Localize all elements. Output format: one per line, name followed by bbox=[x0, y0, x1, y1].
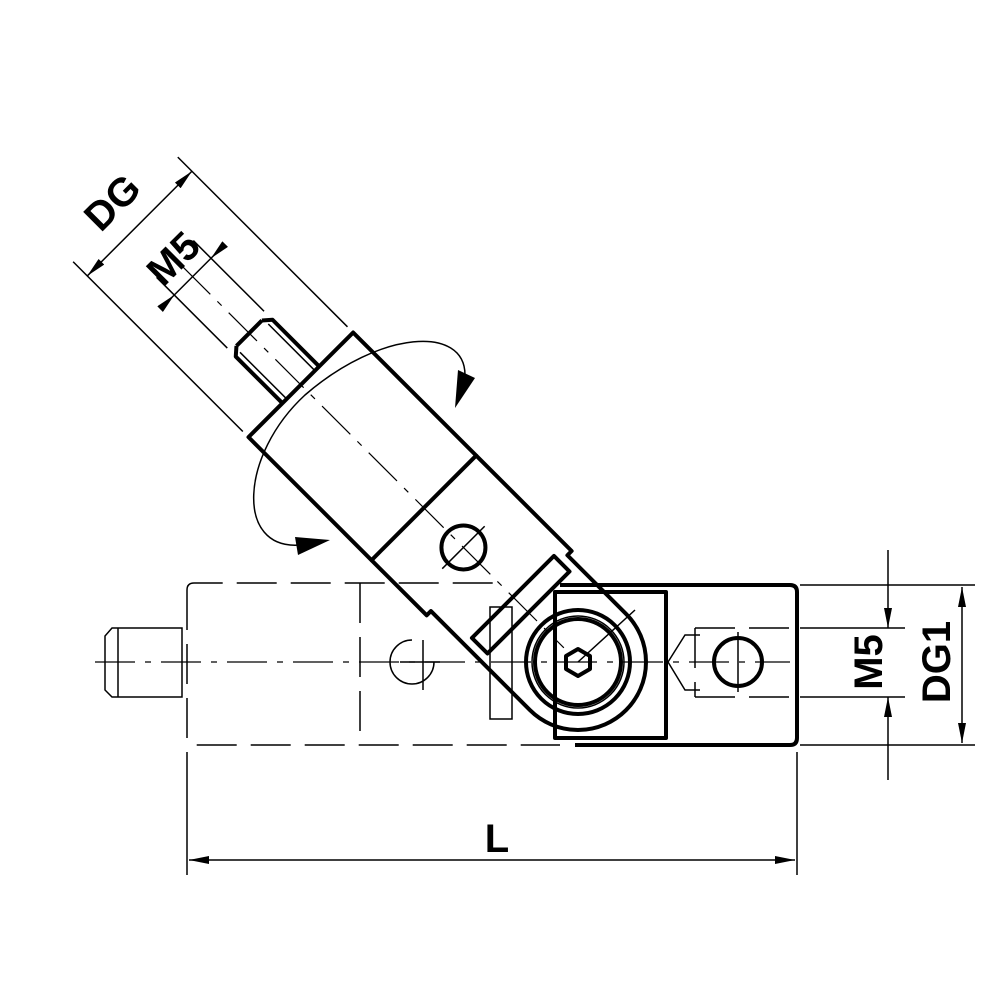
length-dimension bbox=[186, 752, 798, 875]
joint-hub bbox=[524, 608, 636, 716]
hex-socket-icon bbox=[564, 647, 592, 678]
m5-right-label: M5 bbox=[847, 634, 891, 690]
dg-label: DG bbox=[76, 166, 150, 240]
right-dimensions bbox=[800, 550, 975, 780]
rotation-arrow bbox=[253, 340, 475, 555]
horizontal-body bbox=[186, 582, 560, 746]
right-block bbox=[553, 583, 799, 747]
dg1-label: DG1 bbox=[915, 621, 959, 703]
m5-angled-label: M5 bbox=[139, 224, 209, 294]
length-label: L bbox=[485, 817, 509, 861]
dg-dimension-line bbox=[86, 170, 193, 277]
angled-arm bbox=[72, 156, 648, 732]
